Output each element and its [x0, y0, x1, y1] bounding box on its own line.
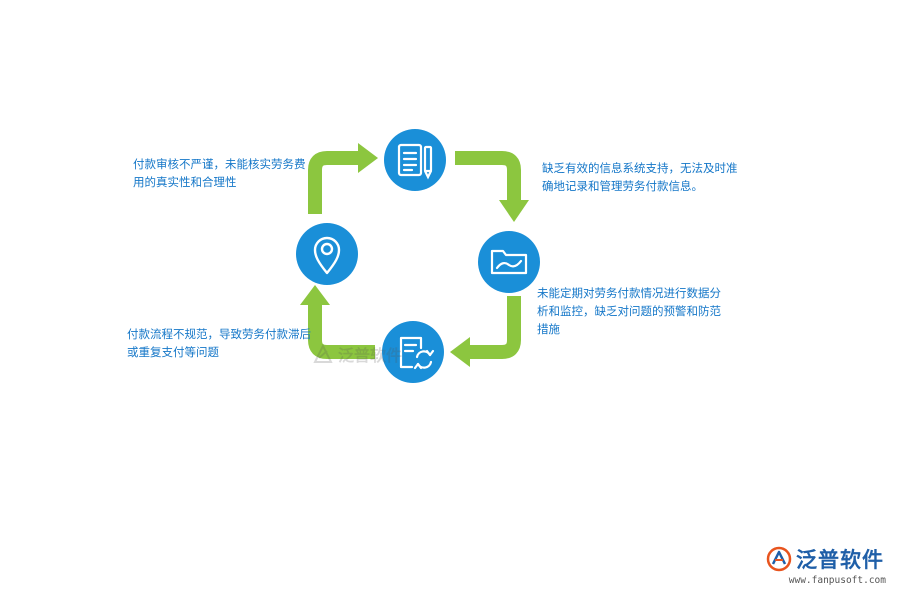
step-left	[296, 223, 358, 285]
arrowhead-up-at-left	[300, 285, 330, 305]
note-bottom-left: 付款流程不规范，导致劳务付款滞后或重复支付等问题	[127, 327, 311, 359]
arrow-top-to-right	[455, 151, 521, 200]
watermark: 泛普软件	[312, 342, 402, 366]
arrow-right-to-bottom	[470, 296, 521, 359]
brand-logo-icon	[766, 546, 792, 572]
watermark-logo-icon	[313, 343, 333, 363]
location-pin-icon	[313, 236, 341, 275]
step-top	[384, 129, 446, 191]
arrowhead-down-at-right	[499, 200, 529, 222]
note-bottom-right: 未能定期对劳务付款情况进行数据分析和监控，缺乏对问题的预警和防范措施	[537, 286, 721, 336]
step-bottom	[382, 321, 444, 383]
note-top-right: 缺乏有效的信息系统支持，无法及时准确地记录和管理劳务付款信息。	[542, 161, 738, 193]
folder-chart-icon	[490, 249, 528, 275]
arrowhead-right-at-top	[358, 143, 378, 173]
step-right	[478, 231, 540, 293]
arrow-left-to-top	[308, 151, 360, 214]
brand-url: www.fanpusoft.com	[788, 575, 886, 586]
brand-name: 泛普软件	[796, 548, 884, 572]
document-pencil-icon	[397, 143, 433, 180]
document-refresh-icon	[399, 336, 435, 370]
brand-logo: 泛普软件 www.fanpusoft.com	[766, 544, 886, 586]
arrowhead-left-at-bottom	[450, 337, 470, 367]
arrow-bottom-to-left	[308, 305, 375, 359]
watermark-text: 泛普软件	[338, 346, 403, 365]
note-top-left: 付款审核不严谨，未能核实劳务费用的真实性和合理性	[133, 157, 306, 189]
